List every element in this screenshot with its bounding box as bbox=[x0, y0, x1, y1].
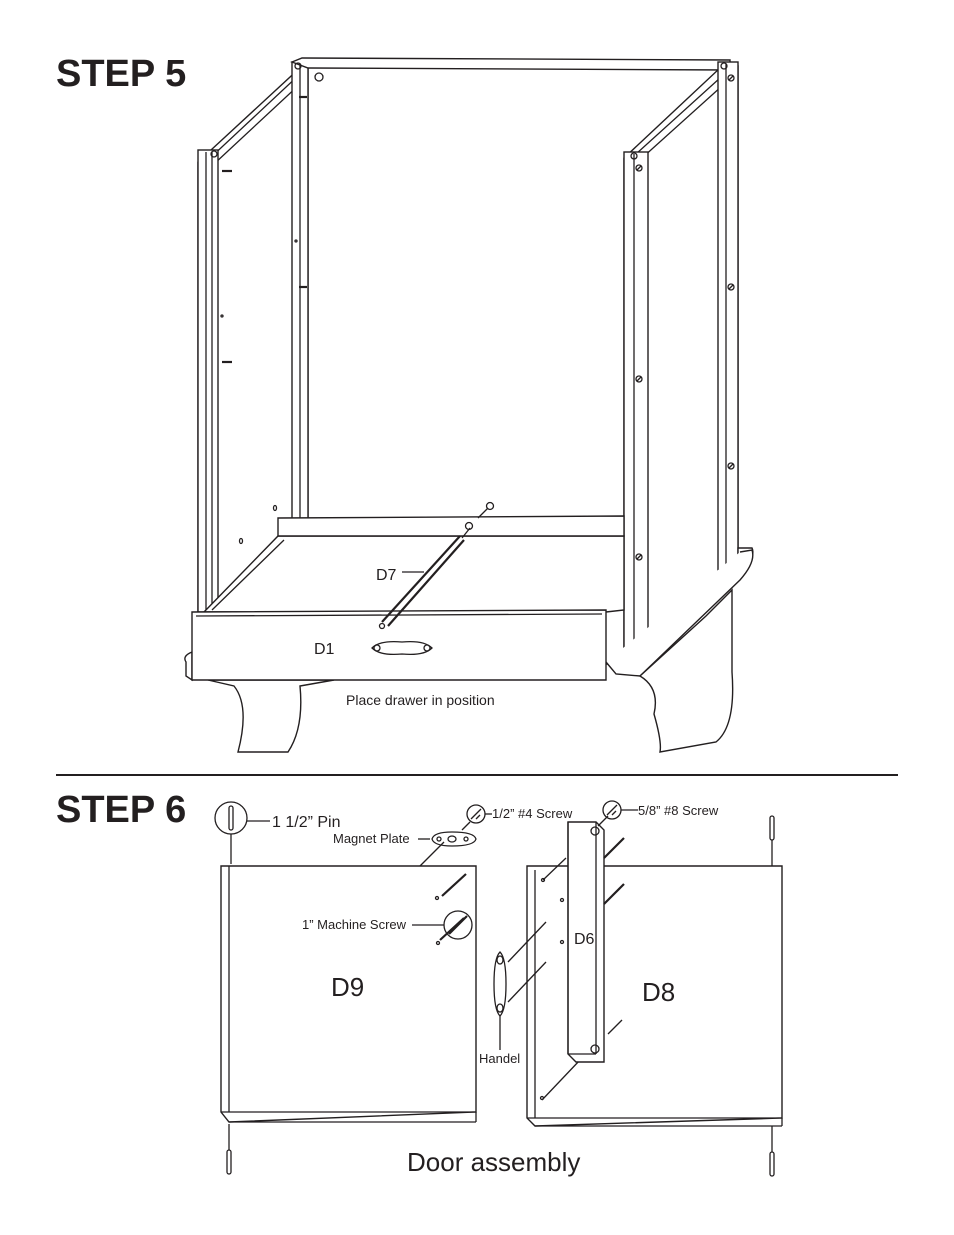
door-d9: D9 bbox=[220, 841, 477, 1175]
pin-detail-circle bbox=[214, 801, 248, 835]
step5-section: STEP 5 bbox=[56, 53, 754, 753]
door-handle-icon bbox=[493, 951, 507, 1017]
machine-screw-callout: 1” Machine Screw bbox=[302, 910, 473, 940]
pin-callout: 1 1/2” Pin bbox=[214, 801, 340, 864]
drawer-back bbox=[277, 515, 625, 537]
cam-marks bbox=[210, 62, 735, 561]
magnet-plate-label: Magnet Plate bbox=[333, 831, 410, 846]
step6-caption: Door assembly bbox=[407, 1147, 580, 1177]
top-back-rail bbox=[290, 57, 731, 71]
pin-label: 1 1/2” Pin bbox=[272, 814, 340, 831]
right-leg bbox=[638, 588, 734, 753]
right-back-stile bbox=[717, 61, 739, 571]
screw-hole bbox=[314, 72, 324, 82]
screw4-label: 1/2” #4 Screw bbox=[492, 806, 573, 821]
cabinet-carcass bbox=[184, 57, 754, 753]
bottom-pin-right bbox=[769, 1151, 775, 1177]
top-pin-right bbox=[769, 815, 775, 841]
step6-section: STEP 6 1 1/2” Pin D9 bbox=[56, 789, 783, 1177]
step6-title: STEP 6 bbox=[56, 789, 186, 831]
screw8-callout: 5/8” #8 Screw bbox=[602, 800, 719, 820]
d6-label: D6 bbox=[574, 931, 595, 948]
handle-callout: Handel bbox=[479, 951, 520, 1066]
left-front-stile bbox=[197, 149, 219, 613]
step5-title: STEP 5 bbox=[56, 53, 186, 95]
magnet-plate-icon bbox=[431, 831, 477, 847]
d9-label: D9 bbox=[331, 972, 364, 1002]
d7-rod bbox=[381, 535, 461, 623]
bottom-pin-left bbox=[226, 1149, 232, 1175]
door-d9-panel bbox=[220, 865, 477, 1123]
door-d8: D8 bbox=[507, 815, 783, 1177]
d1-label: D1 bbox=[314, 641, 335, 658]
left-leg bbox=[207, 679, 335, 753]
magnet-screw bbox=[441, 873, 467, 897]
d8-label: D8 bbox=[642, 977, 675, 1007]
screw4-callout: 1/2” #4 Screw bbox=[461, 804, 573, 831]
screw8-label: 5/8” #8 Screw bbox=[638, 803, 719, 818]
pin-icon bbox=[228, 805, 234, 831]
stile-d6: D6 bbox=[567, 815, 625, 1063]
drawer-box bbox=[202, 535, 625, 613]
drawer-front bbox=[191, 609, 607, 681]
machine-screw-label: 1” Machine Screw bbox=[302, 917, 407, 932]
handle-label: Handel bbox=[479, 1051, 520, 1066]
drawer-d1: D7 D1 bbox=[191, 501, 625, 681]
step5-caption: Place drawer in position bbox=[346, 692, 495, 708]
magnet-plate-callout: Magnet Plate bbox=[333, 831, 477, 847]
drawer-handle bbox=[371, 640, 433, 656]
right-front-stile bbox=[623, 151, 649, 653]
d7-label: D7 bbox=[376, 567, 397, 584]
base-plinth-edge bbox=[605, 549, 754, 677]
